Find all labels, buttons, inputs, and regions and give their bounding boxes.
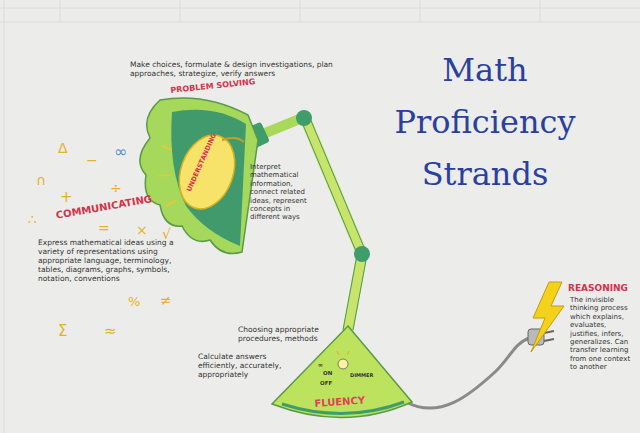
strand-note: Interpret mathematical information, conn… (250, 163, 308, 222)
strand-heading: OFF (320, 380, 340, 387)
math-symbol: ≠ (160, 292, 172, 309)
arm-detail (301, 120, 358, 256)
light-rays (158, 146, 176, 206)
page-title: Math Proficiency Strands (385, 44, 585, 200)
light-bulb (170, 127, 245, 216)
bulb-screw (222, 138, 244, 142)
math-symbol: ∴ (28, 212, 36, 228)
strand-note: Choosing appropriate procedures, methods (238, 325, 336, 343)
strand-note: Calculate answers efficiently, accuratel… (198, 352, 290, 379)
math-symbol: = (98, 220, 110, 237)
math-symbol: ∞ (114, 142, 127, 161)
arm-detail (353, 255, 367, 330)
strand-heading: DIMMER (350, 372, 380, 378)
strand-note: Express mathematical ideas using a varie… (38, 238, 190, 283)
knob-ray (337, 351, 339, 355)
math-symbol: ∞ (318, 361, 323, 368)
math-symbol: + (60, 188, 73, 206)
math-symbol: Δ (58, 140, 68, 157)
dimmer-knob (338, 359, 348, 369)
strand-note: The invisible thinking process which exp… (570, 296, 636, 372)
strand-heading: PROBLEM SOLVING (170, 77, 256, 95)
arm-detail (309, 116, 366, 252)
math-symbol: × (136, 222, 148, 239)
strand-note: Make choices, formulate & design investi… (130, 60, 345, 78)
math-symbol: ÷ (110, 180, 122, 197)
math-symbol: √ (162, 226, 171, 243)
power-cord (406, 338, 530, 408)
math-symbol: − (86, 152, 98, 169)
arm-joint (354, 246, 370, 262)
lamp-shade (140, 98, 258, 254)
strand-heading: REASONING (568, 283, 628, 294)
knob-ray (347, 351, 349, 355)
plug-prong (544, 339, 554, 341)
math-symbol: % (128, 294, 140, 310)
lamp-arm (305, 118, 362, 254)
strand-heading: ON (323, 370, 343, 377)
math-symbol: Σ (58, 322, 67, 340)
math-symbol: ∩ (36, 172, 46, 189)
lightning-bolt (531, 282, 564, 352)
arm-joint (296, 110, 312, 126)
math-symbol: ≈ (104, 322, 117, 340)
